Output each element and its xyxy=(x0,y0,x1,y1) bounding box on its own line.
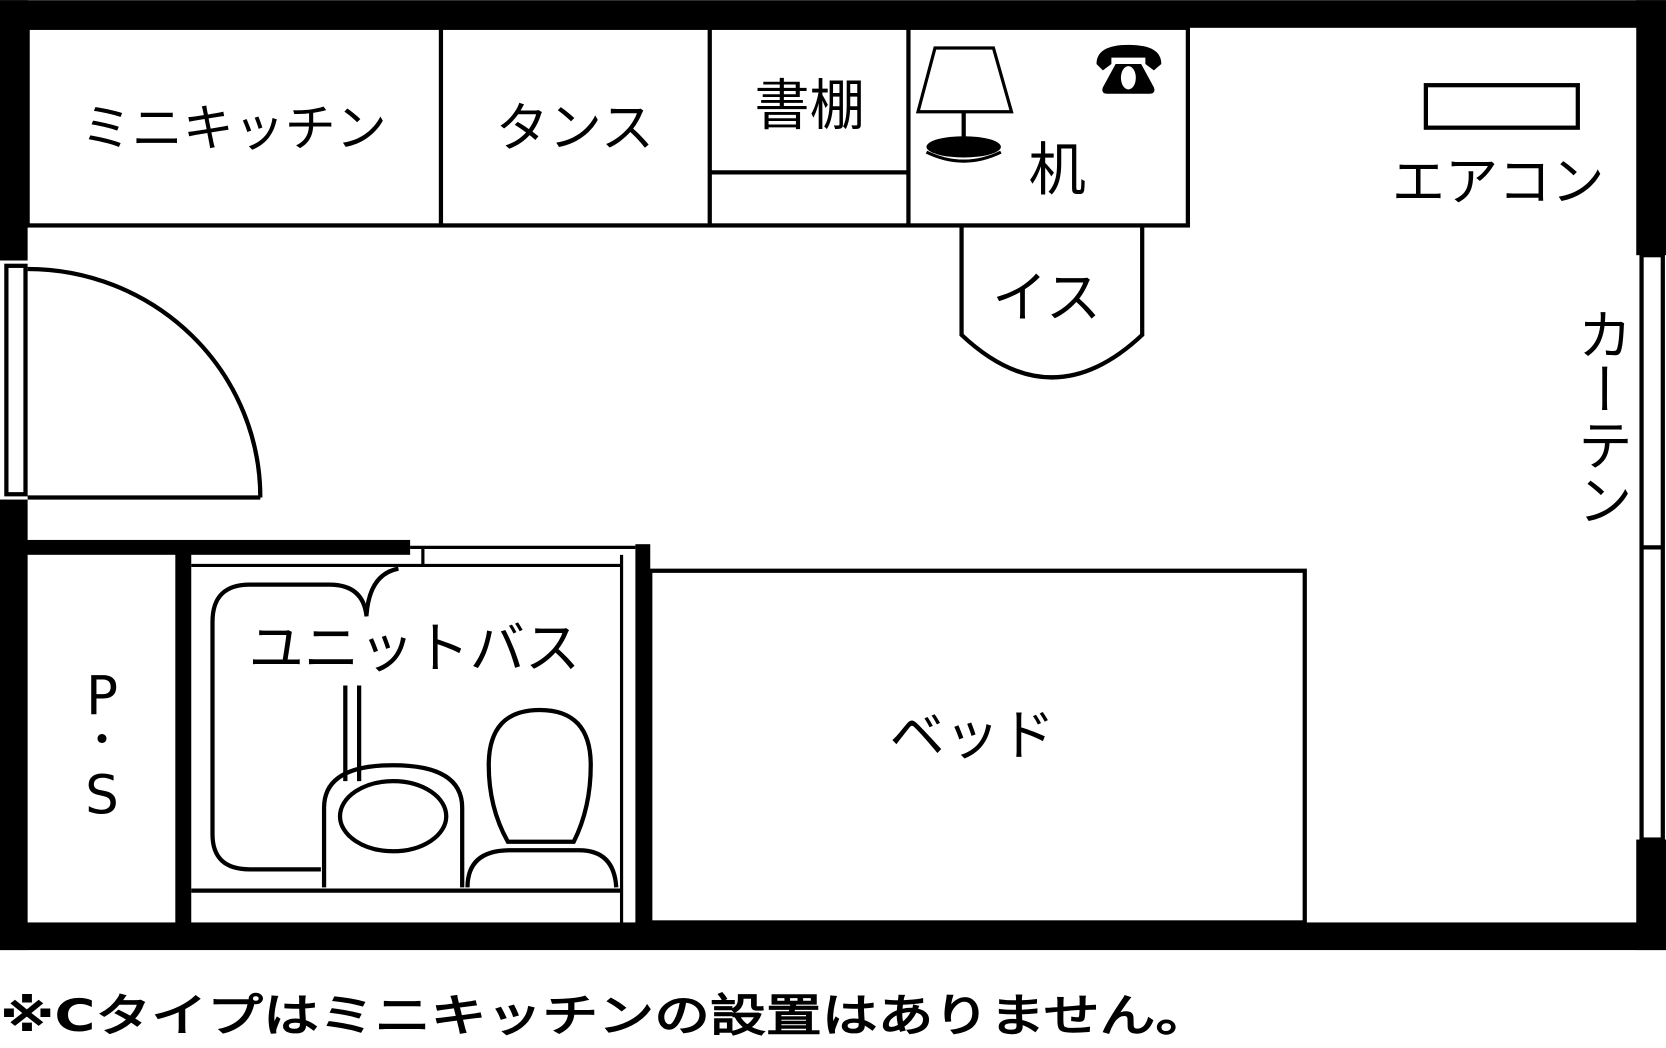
top-furniture xyxy=(25,25,1190,228)
wall-left-upper xyxy=(0,0,28,261)
label-ps-p: P xyxy=(86,665,118,727)
bath-wall-top xyxy=(0,539,411,555)
window-left xyxy=(4,263,28,497)
toilet-icon xyxy=(465,707,619,888)
label-bookshelf: 書棚 xyxy=(754,75,865,139)
door-swing-icon xyxy=(27,266,263,500)
aircon xyxy=(1423,83,1580,130)
wall-right-lower xyxy=(1636,839,1666,951)
label-ps-s: S xyxy=(85,764,119,826)
wall-bottom xyxy=(0,922,1666,951)
bathtub-icon xyxy=(210,566,399,872)
label-desk: 机 xyxy=(1029,136,1086,203)
ps-wall xyxy=(175,552,192,925)
bath-wall-right xyxy=(635,544,651,927)
label-wardrobe: タンス xyxy=(496,97,654,159)
wall-left-lower xyxy=(0,499,28,951)
chair xyxy=(959,225,1145,380)
label-curtain: カーテン xyxy=(1567,306,1631,527)
label-kitchen: ミニキッチン xyxy=(81,100,387,159)
label-chair: イス xyxy=(992,267,1101,331)
telephone-icon xyxy=(1096,44,1162,94)
label-ps-dot: ・ xyxy=(81,717,124,766)
sink-icon xyxy=(321,763,465,888)
note-caption: ※Cタイプはミニキッチンの設置はありません。 xyxy=(0,990,1211,1042)
label-unit-bath: ユニットバス xyxy=(249,617,581,681)
label-bed: ベッド xyxy=(889,705,1055,769)
wall-top xyxy=(0,0,1666,28)
wall-right-upper xyxy=(1636,0,1666,256)
walls xyxy=(0,0,1666,951)
label-aircon: エアコン xyxy=(1392,151,1604,213)
labels: ミニキッチン タンス 書棚 机 イス エアコン カーテン ユニットバス P ・ … xyxy=(81,75,1631,827)
bed xyxy=(648,568,1307,925)
lamp-icon xyxy=(915,46,1014,163)
